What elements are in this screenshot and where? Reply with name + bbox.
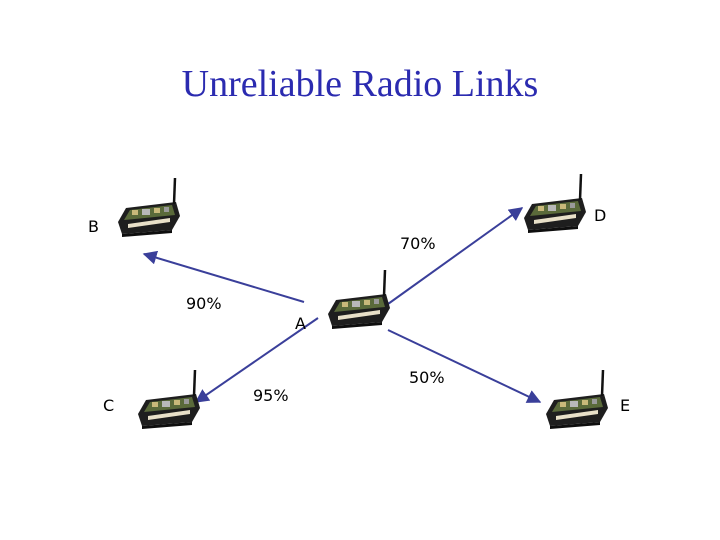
link-quality-label: 90%: [186, 294, 222, 313]
node-label-a: A: [295, 314, 306, 333]
link-a-d: [387, 207, 524, 305]
node-label-b: B: [88, 217, 99, 236]
radio-mote-icon: [116, 176, 182, 239]
slide-title: Unreliable Radio Links: [181, 63, 539, 105]
radio-mote-icon: [326, 268, 392, 331]
link-a-c: [194, 317, 319, 403]
radio-mote-icon: [522, 172, 588, 235]
radio-mote-icon: [136, 368, 202, 431]
node-label-c: C: [103, 396, 115, 415]
link-quality-label: 50%: [409, 368, 445, 387]
radio-mote-icon: [544, 368, 610, 431]
link-quality-label: 70%: [400, 234, 436, 253]
node-label-e: E: [620, 396, 631, 415]
link-a-e: [387, 329, 542, 403]
link-quality-label: 95%: [253, 386, 289, 405]
link-a-b: [142, 250, 305, 303]
node-label-d: D: [594, 206, 607, 225]
